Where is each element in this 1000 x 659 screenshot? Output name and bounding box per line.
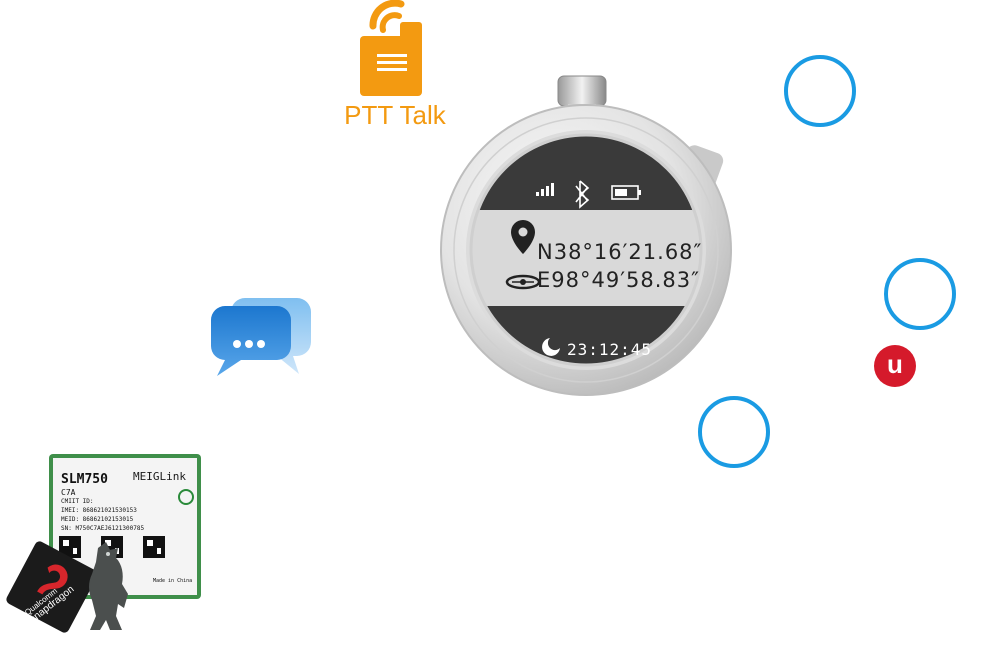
location-pin-icon bbox=[505, 220, 541, 290]
chat-bubble-icon bbox=[205, 292, 315, 382]
bluetooth-icon bbox=[575, 180, 590, 209]
ublox-logo: u bbox=[874, 345, 916, 387]
feature-ring-bottom bbox=[698, 396, 770, 468]
ptt-talk-label: PTT Talk bbox=[344, 100, 446, 130]
latitude-readout: N38°16′21.68″ bbox=[537, 240, 703, 264]
tracker-device bbox=[440, 70, 745, 415]
module-made-in: Made in China bbox=[153, 578, 193, 584]
ptt-talk-icon bbox=[355, 0, 450, 130]
signal-icon bbox=[536, 183, 554, 196]
dragon-mascot bbox=[76, 540, 136, 635]
module-imei: IMEI: 868621021530153 bbox=[61, 507, 137, 514]
module-cmiit: CMIIT ID: bbox=[61, 498, 94, 505]
module-brand: MEIGLink bbox=[133, 470, 186, 483]
feature-ring-right bbox=[884, 258, 956, 330]
longitude-readout: E98°49′58.83″ bbox=[537, 268, 700, 292]
feature-ring-top bbox=[784, 55, 856, 127]
snapdragon-chip: Qualcomm snapdragon bbox=[5, 540, 100, 635]
module-meid: MEID: 86862102153015 bbox=[61, 516, 134, 523]
time-readout: 23:12:45 bbox=[567, 340, 653, 359]
module-sn: SN: M750C7AEJ6121300785 bbox=[61, 525, 145, 532]
moon-icon bbox=[542, 338, 560, 356]
module-model: SLM750 bbox=[61, 472, 108, 487]
module-variant: C7A bbox=[61, 488, 76, 497]
battery-icon bbox=[611, 185, 641, 200]
